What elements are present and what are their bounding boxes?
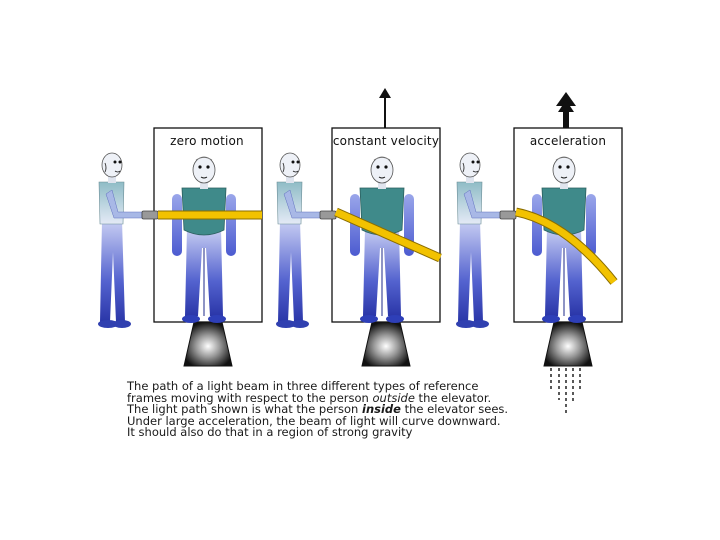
- outside-observer-2: [276, 153, 336, 328]
- arrow-up-icon: [379, 88, 391, 128]
- exhaust-dashes: [551, 368, 580, 416]
- rocket-engine-3: [544, 322, 592, 366]
- outside-observer-1: [98, 153, 158, 328]
- rocket-engine-1: [184, 322, 232, 366]
- panel-label-acceleration: acceleration: [513, 134, 623, 148]
- bold-arrow-up-icon: [556, 92, 576, 128]
- rocket-engine-2: [362, 322, 410, 366]
- panel-label-zero-motion: zero motion: [152, 134, 262, 148]
- caption: The path of a light beam in three differ…: [127, 381, 527, 439]
- outside-observer-3: [456, 153, 516, 328]
- panel-label-constant-velocity: constant velocity: [331, 134, 441, 148]
- caption-line-5: It should also do that in a region of st…: [127, 427, 527, 439]
